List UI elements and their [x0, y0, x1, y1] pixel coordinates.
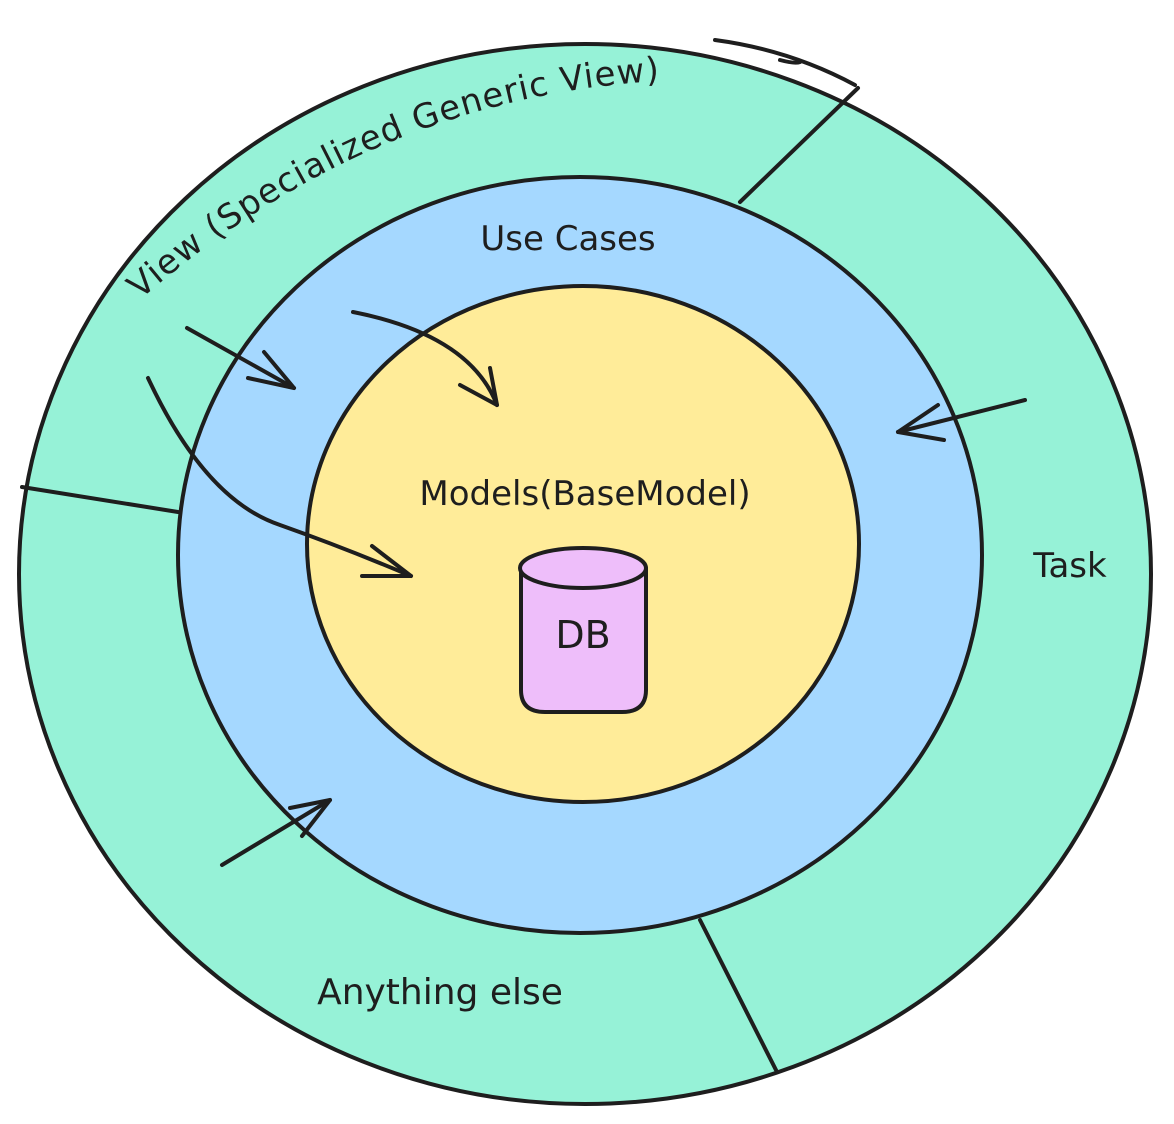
anything-else-label: Anything else [317, 972, 563, 1013]
task-label: Task [1032, 546, 1107, 586]
arrow [220, 798, 332, 867]
outer-ring-sketch-stroke [778, 58, 802, 65]
db-cylinder [518, 546, 648, 714]
use-cases-label: Use Cases [480, 219, 655, 259]
models-label: Models(BaseModel) [419, 474, 750, 514]
divider-line [20, 485, 180, 514]
arrow [185, 326, 296, 390]
models-core [305, 284, 861, 804]
arrow [896, 398, 1027, 442]
arrow [351, 310, 499, 407]
divider-line [698, 918, 779, 1074]
outer-ring-sketch-stroke [713, 38, 857, 87]
arrow [146, 376, 413, 578]
divider-line [738, 86, 860, 204]
db-label: DB [555, 613, 610, 657]
